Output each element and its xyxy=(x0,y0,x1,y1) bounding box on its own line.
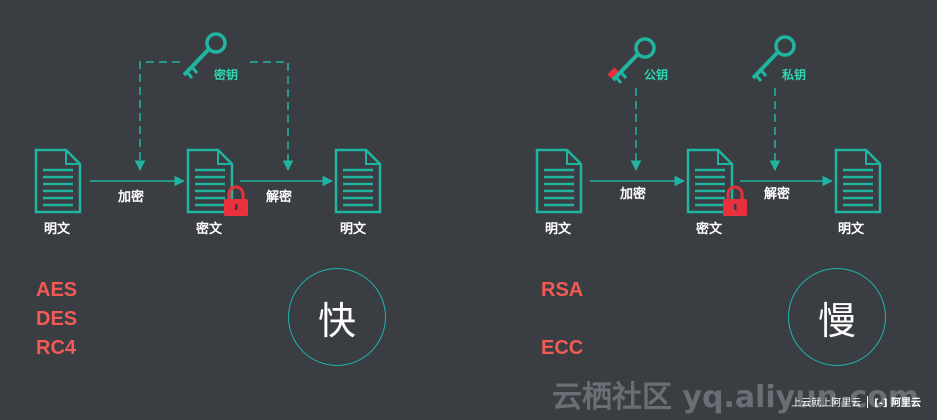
footer: 上云就上阿里云 [-] 阿里云 xyxy=(791,394,921,409)
ciphertext-label-right: 密文 xyxy=(696,222,723,237)
lock-icon xyxy=(222,185,250,218)
result-label-right: 明文 xyxy=(838,222,865,237)
result-doc-icon-right xyxy=(834,148,882,214)
watermark: 云栖社区 yq.aliyun.com xyxy=(551,380,919,415)
encrypt-label: 加密 xyxy=(118,190,145,205)
aliyun-logo-text: 阿里云 xyxy=(891,398,921,409)
aliyun-logo: [-] 阿里云 xyxy=(874,394,921,409)
decrypt-label: 解密 xyxy=(266,190,293,205)
algorithm-ecc: ECC xyxy=(541,337,584,359)
algorithm-rsa: RSA xyxy=(541,279,584,301)
private-key-label: 私钥 xyxy=(782,68,807,82)
decrypt-label-right: 解密 xyxy=(764,187,791,202)
speed-fast-badge: 快 xyxy=(288,268,386,366)
footer-divider xyxy=(867,395,869,408)
algorithm-rc4: RC4 xyxy=(36,337,77,359)
algorithm-list: AES DES RC4 xyxy=(36,276,77,363)
key-to-decrypt-line xyxy=(250,61,294,172)
lock-icon-right xyxy=(721,185,749,218)
plaintext-label: 明文 xyxy=(44,222,71,237)
algorithm-list-right: RSA ECC xyxy=(541,276,583,363)
aliyun-logo-icon: [-] xyxy=(874,398,888,409)
footer-slogan: 上云就上阿里云 xyxy=(791,398,862,409)
ciphertext-label: 密文 xyxy=(196,222,223,237)
result-label: 明文 xyxy=(340,222,367,237)
algorithm-des: DES xyxy=(36,308,78,330)
public-key-icon xyxy=(607,37,656,85)
public-key-label: 公钥 xyxy=(644,68,669,82)
key-label: 密钥 xyxy=(214,68,239,82)
plaintext-label-right: 明文 xyxy=(545,222,572,237)
speed-slow-badge: 慢 xyxy=(788,268,886,366)
algorithm-aes: AES xyxy=(36,279,78,301)
key-to-encrypt-line xyxy=(134,61,180,172)
encrypt-label-right: 加密 xyxy=(620,187,647,202)
plaintext-doc-icon-right xyxy=(535,148,583,214)
result-doc-icon xyxy=(334,148,382,214)
plaintext-doc-icon xyxy=(34,148,82,214)
